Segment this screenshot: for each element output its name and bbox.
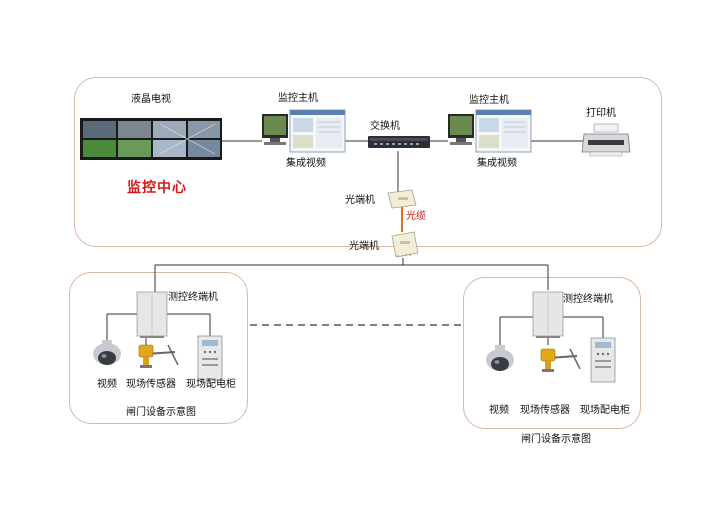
- site-right-caption: 闸门设备示意图: [521, 434, 591, 445]
- printer-label: 打印机: [586, 108, 616, 119]
- host-right-sub-label: 集成视频: [477, 158, 517, 169]
- camera-right-label: 视频: [489, 405, 509, 416]
- site-left-caption: 闸门设备示意图: [126, 407, 196, 418]
- host-left-sub-label: 集成视频: [286, 158, 326, 169]
- fiber-label: 光缆: [406, 211, 426, 222]
- sensor-left-label: 现场传感器: [126, 379, 176, 390]
- host-left-label: 监控主机: [278, 93, 318, 104]
- optical-top-label: 光端机: [345, 195, 375, 206]
- cabinet-right-label: 现场配电柜: [580, 405, 630, 416]
- switch-label: 交换机: [370, 121, 400, 132]
- host-right-label: 监控主机: [469, 95, 509, 106]
- terminal-left-label: 测控终端机: [168, 292, 218, 303]
- terminal-right-label: 测控终端机: [563, 294, 613, 305]
- sensor-right-label: 现场传感器: [520, 405, 570, 416]
- optical-bottom-label: 光端机: [349, 241, 379, 252]
- cabinet-left-label: 现场配电柜: [186, 379, 236, 390]
- lcd-label: 液晶电视: [131, 94, 171, 105]
- monitoring-center-box: [74, 77, 662, 247]
- monitoring-center-title: 监控中心: [127, 180, 187, 196]
- camera-left-label: 视频: [97, 379, 117, 390]
